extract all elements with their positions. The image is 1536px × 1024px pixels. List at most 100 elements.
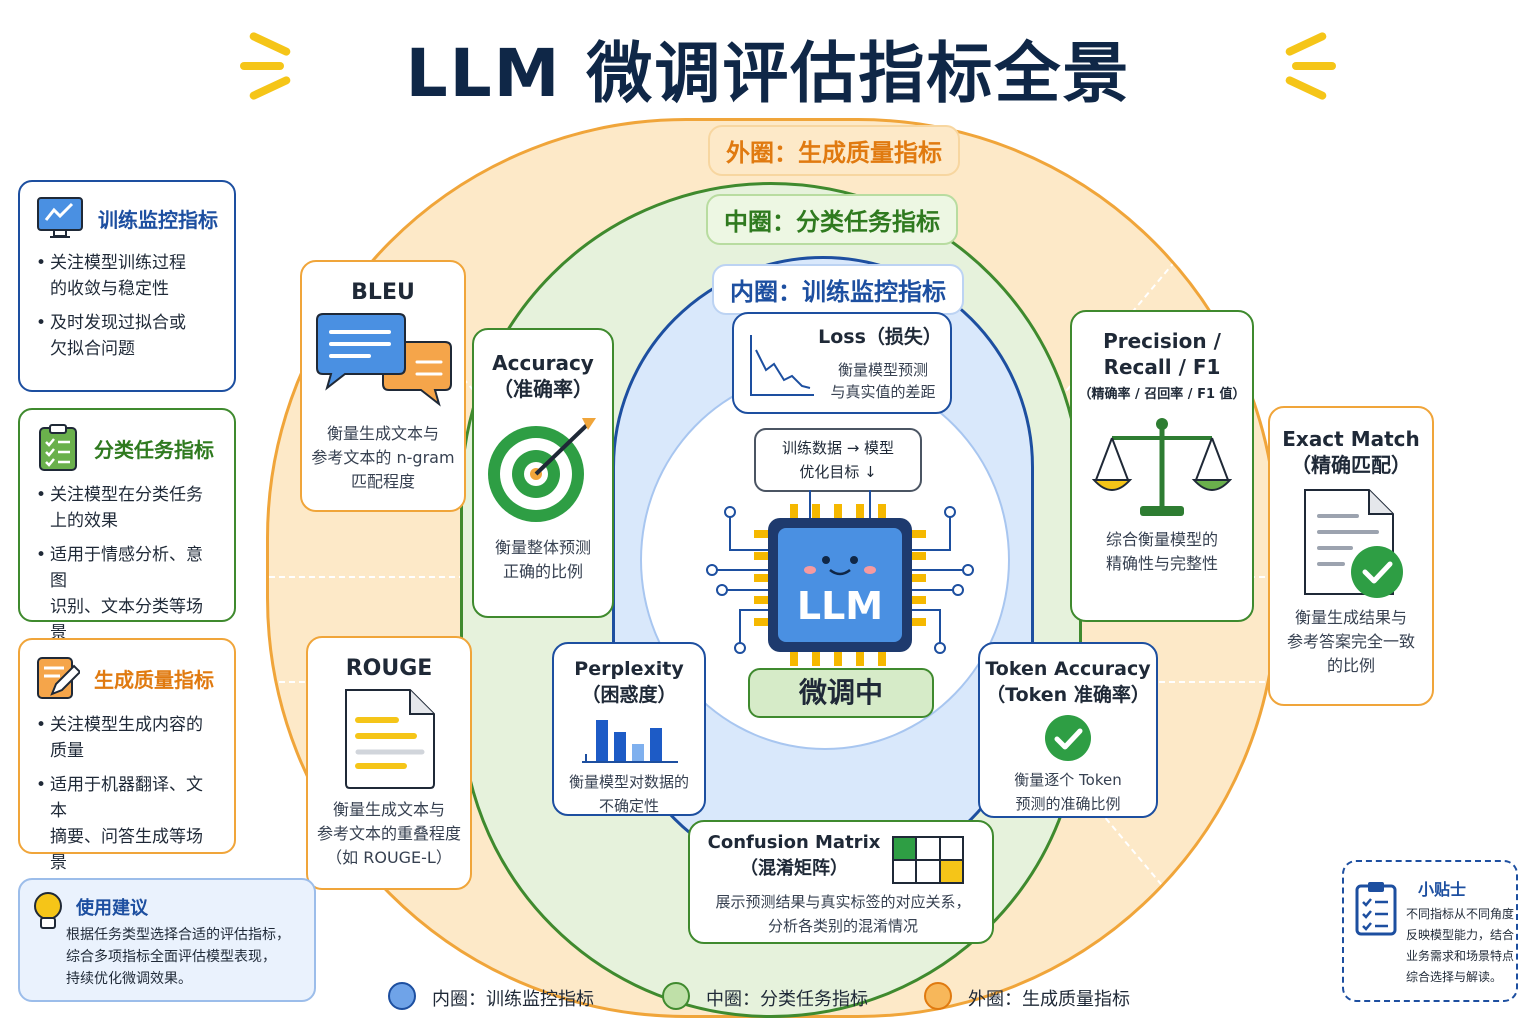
precision-desc-1: 综合衡量模型的 xyxy=(1105,530,1218,549)
card-loss: Loss（损失） 衡量模型预测 与真实值的差距 xyxy=(732,312,952,414)
panel-classification-item: 关注模型在分类任务 上的效果 xyxy=(36,482,218,534)
token-accuracy-title-1: Token Accuracy xyxy=(985,658,1151,680)
panel-generation-heading: 生成质量指标 xyxy=(94,667,214,692)
confusion-title-1: Confusion Matrix xyxy=(707,832,881,853)
card-perplexity: Perplexity （困惑度） 衡量模型对数据的 不确定性 xyxy=(552,642,706,816)
target-icon xyxy=(488,418,596,522)
panel-generation-item: 适用于机器翻译、文本 摘要、问答生成等场景 xyxy=(36,772,218,876)
tip-line: 综合选择与解读。 xyxy=(1406,970,1503,984)
exact-match-title-2: （精确匹配） xyxy=(1291,453,1411,477)
middle-ring-label: 中圈：分类任务指标 xyxy=(706,194,958,245)
loss-title: Loss（损失） xyxy=(818,326,942,348)
bubble-line-2: 优化目标 ↓ xyxy=(799,463,877,481)
panel-generation: 生成质量指标 关注模型生成内容的 质量 适用于机器翻译、文本 摘要、问答生成等场… xyxy=(18,638,236,873)
matrix-grid-icon xyxy=(892,836,964,884)
panel-generation-item: 关注模型生成内容的 质量 xyxy=(36,712,218,764)
loss-desc-2: 与真实值的差距 xyxy=(830,383,936,401)
confusion-desc-2: 分析各类别的混淆情况 xyxy=(767,917,918,935)
usage-advice-box: 使用建议 根据任务类型选择合适的评估指标， 综合多项指标全面评估模型表现， 持续… xyxy=(18,878,316,1002)
bleu-desc-2: 参考文本的 n-gram xyxy=(311,448,455,467)
accuracy-title-1: Accuracy xyxy=(492,351,594,375)
title-spark-right xyxy=(1292,62,1336,70)
bar-chart-icon xyxy=(582,720,678,763)
rouge-desc-2: 参考文本的重叠程度 xyxy=(316,824,461,843)
card-accuracy: Accuracy （准确率） 衡量整体预测 正确的比例 xyxy=(472,328,614,618)
confusion-desc-1: 展示预测结果与真实标签的对应关系， xyxy=(715,893,971,911)
legend-dot-outer xyxy=(924,982,952,1010)
legend-dot-inner xyxy=(388,982,416,1010)
chip-circuit-icon xyxy=(706,490,974,666)
panel-training-monitor: 训练监控指标 关注模型训练过程 的收敛与稳定性 及时发现过拟合或 欠拟合问题 xyxy=(18,180,236,392)
token-accuracy-desc-1: 衡量逐个 Token xyxy=(1014,771,1122,789)
panel-training-item: 及时发现过拟合或 欠拟合问题 xyxy=(36,310,218,362)
check-circle-icon xyxy=(1045,715,1091,761)
tip-line: 业务需求和场景特点 xyxy=(1406,949,1515,963)
precision-title-1: Precision / xyxy=(1103,329,1221,353)
usage-advice-line: 根据任务类型选择合适的评估指标， xyxy=(66,927,290,943)
legend-label-outer: 外圈：生成质量指标 xyxy=(968,989,1130,1010)
card-confusion-matrix: Confusion Matrix （混淆矩阵） 展示预测结果与真实标签的对应关系… xyxy=(688,820,994,944)
status-badge: 微调中 xyxy=(748,668,934,718)
clipboard-check-icon xyxy=(1355,882,1397,936)
panel-classification-heading: 分类任务指标 xyxy=(94,437,214,462)
loss-desc-1: 衡量模型预测 xyxy=(837,361,928,379)
process-bubble: 训练数据 → 模型 优化目标 ↓ xyxy=(754,428,922,492)
tip-heading: 小贴士 xyxy=(1418,880,1467,899)
tip-line: 反映模型能力，结合 xyxy=(1406,928,1515,942)
card-exact-match: Exact Match （精确匹配） 衡量生成结果与 参考答案完全一致 的比例 xyxy=(1268,406,1434,706)
chip-label: LLM xyxy=(796,584,884,628)
perplexity-desc-1: 衡量模型对数据的 xyxy=(568,773,689,791)
legend-dot-middle xyxy=(662,982,690,1010)
usage-advice-heading: 使用建议 xyxy=(76,898,148,919)
title-spark-left xyxy=(240,62,284,70)
token-accuracy-desc-2: 预测的准确比例 xyxy=(1015,795,1121,813)
exact-match-desc-2: 参考答案完全一致 xyxy=(1286,632,1415,651)
perplexity-title-1: Perplexity xyxy=(574,658,684,680)
perplexity-desc-2: 不确定性 xyxy=(598,797,659,815)
usage-advice-line: 持续优化微调效果。 xyxy=(66,971,192,987)
exact-match-title-1: Exact Match xyxy=(1282,427,1420,451)
chat-bubbles-icon xyxy=(316,313,452,407)
legend-label-inner: 内圈：训练监控指标 xyxy=(432,989,594,1010)
rouge-desc-1: 衡量生成文本与 xyxy=(332,800,445,819)
accuracy-title-2: （准确率） xyxy=(493,377,593,401)
precision-subtitle: （精确率 / 召回率 / F1 值） xyxy=(1078,387,1246,402)
precision-title-2: Recall / F1 xyxy=(1103,355,1221,379)
monitor-icon xyxy=(37,197,83,238)
outer-ring-label: 外圈：生成质量指标 xyxy=(708,125,960,176)
exact-match-desc-3: 的比例 xyxy=(1326,656,1375,675)
bleu-title: BLEU xyxy=(351,280,415,305)
perplexity-title-2: （困惑度） xyxy=(581,684,677,706)
panel-classification: 分类任务指标 关注模型在分类任务 上的效果 适用于情感分析、意图 识别、文本分类… xyxy=(18,408,236,643)
checklist-icon xyxy=(39,424,77,471)
accuracy-desc-2: 正确的比例 xyxy=(502,562,583,581)
document-icon xyxy=(345,689,435,789)
inner-ring-label: 内圈：训练监控指标 xyxy=(712,264,964,315)
card-precision-recall-f1: Precision / Recall / F1 （精确率 / 召回率 / F1 … xyxy=(1070,310,1254,622)
verified-document-icon xyxy=(1304,489,1403,598)
usage-advice-line: 综合多项指标全面评估模型表现， xyxy=(66,949,276,965)
loss-chart-icon xyxy=(750,335,814,396)
bleu-desc-1: 衡量生成文本与 xyxy=(326,424,439,443)
bubble-line-1: 训练数据 → 模型 xyxy=(781,439,895,457)
panel-training-item: 关注模型训练过程 的收敛与稳定性 xyxy=(36,250,218,302)
rouge-desc-3: （如 ROUGE-L） xyxy=(326,848,452,867)
card-bleu: BLEU 衡量生成文本与 参考文本的 n-gram 匹配程度 xyxy=(300,260,466,512)
legend-label-middle: 中圈：分类任务指标 xyxy=(706,989,868,1010)
token-accuracy-title-2: （Token 准确率） xyxy=(986,684,1150,706)
confusion-title-2: （混淆矩阵） xyxy=(740,858,848,879)
panel-classification-item: 适用于情感分析、意图 识别、文本分类等场景 xyxy=(36,542,218,646)
tip-box: 小贴士 不同指标从不同角度 反映模型能力，结合 业务需求和场景特点 综合选择与解… xyxy=(1342,860,1518,1002)
precision-desc-2: 精确性与完整性 xyxy=(1105,554,1218,573)
bleu-desc-3: 匹配程度 xyxy=(350,472,415,491)
tip-line: 不同指标从不同角度 xyxy=(1406,907,1515,921)
exact-match-desc-1: 衡量生成结果与 xyxy=(1294,608,1407,627)
rouge-title: ROUGE xyxy=(345,656,433,681)
scale-icon xyxy=(1091,418,1233,516)
page-title: LLM 微调评估指标全景 xyxy=(405,35,1131,112)
card-token-accuracy: Token Accuracy （Token 准确率） 衡量逐个 Token 预测… xyxy=(978,642,1158,818)
card-rouge: ROUGE 衡量生成文本与 参考文本的重叠程度 （如 ROUGE-L） xyxy=(306,636,472,890)
accuracy-desc-1: 衡量整体预测 xyxy=(494,538,591,557)
panel-training-heading: 训练监控指标 xyxy=(98,207,218,232)
edit-note-icon xyxy=(37,657,80,699)
